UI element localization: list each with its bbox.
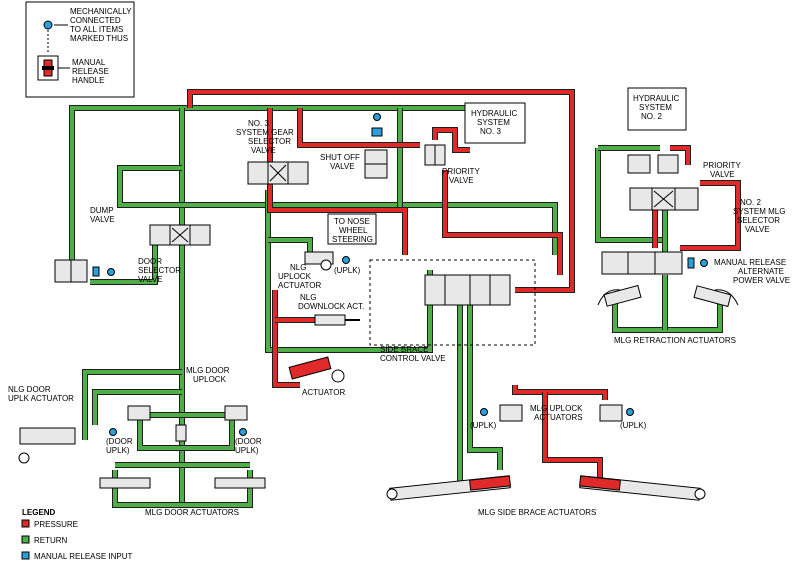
legend-manual-label: MANUAL RELEASE INPUT (34, 552, 133, 561)
no2-selector-label-4: VALVE (745, 225, 770, 234)
mlg-side-brace-actuators (386, 475, 706, 501)
hyd2-label-2: SYSTEM (639, 103, 672, 112)
legend-return-swatch (21, 535, 30, 544)
door-uplk-right-label-1: (DOOR (235, 437, 262, 446)
hydraulic-system-2-box (627, 87, 687, 131)
priority2-label-1: PRIORITY (703, 161, 741, 170)
no2-selector-label-1: NO. 2 (740, 198, 761, 207)
legend-pressure-label: PRESSURE (34, 520, 78, 529)
side-brace-ctrl-label-2: CONTROL VALVE (380, 354, 446, 363)
hydraulic-system-3-box (464, 102, 526, 144)
nlg-downlock-label-2: DOWNLOCK ACT. (298, 302, 364, 311)
hyd2-label-1: HYDRAULIC (633, 94, 679, 103)
shut-off-label-2: VALVE (330, 162, 355, 171)
side-brace-ctrl-label-1: SIDE BRACE (380, 345, 428, 354)
uplk-right-label: (UPLK) (620, 421, 647, 430)
nlg-downlock-label-1: NLG (300, 293, 316, 302)
legend-pressure-swatch (21, 519, 30, 528)
nose-steering-label-1: TO NOSE (334, 217, 370, 226)
nlg-door-uplk-actuator (18, 427, 76, 464)
door-uplk-right-label-2: UPLK) (235, 446, 259, 455)
door-selector-valve (149, 224, 211, 246)
mlg-uplock-actuators (480, 404, 634, 422)
priority-valve-3 (424, 144, 446, 166)
legend-manual-swatch (21, 551, 30, 560)
key-mech-l2: CONNECTED (70, 16, 121, 25)
side-brace-control-valve (369, 259, 536, 346)
shut-off-valve (364, 113, 388, 179)
mlg-door-actuators-label: MLG DOOR ACTUATORS (145, 508, 239, 517)
mlg-retraction-label: MLG RETRACTION ACTUATORS (614, 336, 736, 345)
door-uplk-left-label-1: (DOOR (106, 437, 133, 446)
key-mech-l3: TO ALL ITEMS (70, 25, 123, 34)
door-selector-label-1: DOOR (138, 257, 162, 266)
mlg-side-brace-label: MLG SIDE BRACE ACTUATORS (478, 508, 596, 517)
alt-valve-label-2: ALTERNATE (738, 267, 784, 276)
no3-selector-label-4: VALVE (251, 146, 276, 155)
manual-release-handle-icon (37, 55, 59, 81)
no3-selector-label-3: SELECTOR (248, 137, 291, 146)
key-manual-l1: MANUAL (72, 58, 106, 67)
hyd3-label-2: SYSTEM (477, 118, 510, 127)
shut-off-label-1: SHUT OFF (320, 153, 360, 162)
priority2-label-2: VALVE (710, 170, 735, 179)
nose-steering-label-3: STEERING (332, 235, 373, 244)
priority3-label-2: VALVE (449, 176, 474, 185)
alt-valve-label-3: POWER VALVE (733, 276, 790, 285)
door-uplk-left-label-2: UPLK) (106, 446, 130, 455)
dump-valve (54, 259, 115, 283)
nlg-uplk-label: (UPLK) (334, 266, 361, 275)
no2-mlg-selector-valve (629, 187, 699, 211)
mlg-retraction-actuators (597, 284, 739, 308)
mlg-uplock-label-2: ACTUATORS (534, 413, 583, 422)
uplk-left-label: (UPLK) (470, 421, 497, 430)
dump-valve-label-2: VALVE (90, 215, 115, 224)
nlg-door-uplk-label-2: UPLK ACTUATOR (8, 394, 74, 403)
mlg-door-actuators (99, 477, 266, 489)
actuator-label: ACTUATOR (302, 388, 345, 397)
dump-valve-label-1: DUMP (90, 206, 114, 215)
nlg-actuator (288, 356, 345, 383)
legend: LEGEND PRESSURE RETURN MANUAL RELEASE IN… (21, 508, 133, 561)
nose-wheel-steering-box (327, 213, 377, 245)
no3-gear-selector-valve (247, 161, 309, 185)
nlg-door-uplk-label-1: NLG DOOR (8, 385, 51, 394)
mechanical-link-symbol-icon (43, 20, 53, 30)
mlg-door-uplock-label-1: MLG DOOR (186, 366, 230, 375)
alternate-power-valve (601, 251, 708, 275)
pressure-lines (187, 89, 741, 478)
legend-title: LEGEND (22, 508, 56, 517)
key-manual-l3: HANDLE (72, 76, 104, 85)
mlg-door-uplocks (109, 405, 248, 442)
nlg-uplock-label-2: UPLOCK (278, 272, 312, 281)
no3-selector-label-1: NO. 3 (248, 119, 269, 128)
no2-selector-label-3: SELECTOR (737, 216, 780, 225)
priority3-label-1: PRIORITY (442, 167, 480, 176)
hyd2-label-3: NO. 2 (641, 112, 662, 121)
nlg-uplock-actuator (304, 251, 334, 271)
hyd3-label-1: HYDRAULIC (471, 109, 517, 118)
nlg-uplock-label-3: ACTUATOR (278, 281, 321, 290)
priority-valve-2 (627, 154, 679, 174)
door-selector-label-3: VALVE (138, 275, 163, 284)
door-selector-label-2: SELECTOR (138, 266, 181, 275)
nlg-uplock-label-1: NLG (290, 263, 306, 272)
nlg-downlock-actuator (314, 314, 360, 326)
hyd3-label-3: NO. 3 (480, 127, 501, 136)
return-lines (69, 105, 723, 508)
key-manual-l2: RELEASE (72, 67, 109, 76)
mlg-uplock-label-1: MLG UPLOCK (530, 404, 583, 413)
alt-valve-label-1: MANUAL RELEASE (714, 258, 786, 267)
key-box: MECHANICALLY CONNECTED TO ALL ITEMS MARK… (25, 1, 135, 98)
no2-selector-label-2: SYSTEM MLG (733, 207, 785, 216)
nose-steering-label-2: WHEEL (339, 226, 368, 235)
key-mech-l1: MECHANICALLY (70, 7, 132, 16)
legend-return-label: RETURN (34, 536, 68, 545)
no3-selector-label-2: SYSTEM GEAR (236, 128, 294, 137)
mlg-door-uplock-label-2: UPLOCK (193, 375, 227, 384)
key-mech-l4: MARKED THUS (70, 34, 128, 43)
